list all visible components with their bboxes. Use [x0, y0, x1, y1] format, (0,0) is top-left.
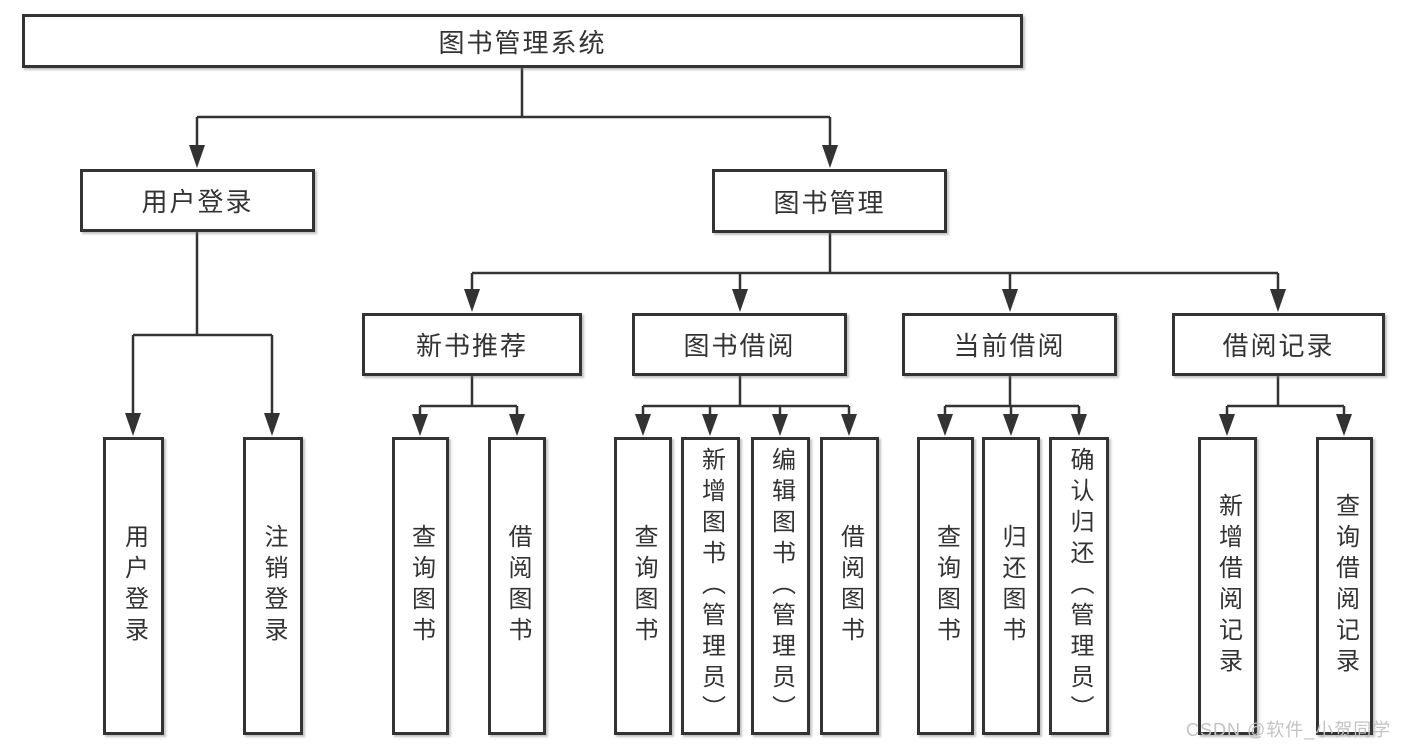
- node-leaf-edit-book-admin: 编辑图书（管理员）: [751, 437, 810, 735]
- node-leaf-query-books-1: 查询图书: [392, 437, 449, 735]
- node-leaf-borrow-books-2: 借阅图书: [820, 437, 879, 735]
- node-book-management: 图书管理: [712, 169, 947, 233]
- node-book-borrow: 图书借阅: [632, 313, 847, 376]
- node-leaf-add-book-admin: 新增图书（管理员）: [681, 437, 740, 735]
- node-leaf-query-books-2: 查询图书: [614, 437, 672, 735]
- node-new-book-recommend: 新书推荐: [362, 313, 582, 376]
- watermark: CSDN @软件_小贺同学: [1186, 720, 1392, 740]
- node-leaf-query-borrow-record: 查询借阅记录: [1316, 437, 1373, 735]
- node-leaf-user-login: 用户登录: [103, 437, 164, 735]
- node-leaf-logout: 注销登录: [243, 437, 303, 735]
- node-current-borrow: 当前借阅: [902, 313, 1117, 376]
- node-leaf-add-borrow-record: 新增借阅记录: [1198, 437, 1257, 735]
- node-borrow-records: 借阅记录: [1172, 313, 1385, 376]
- node-user-login: 用户登录: [80, 169, 315, 232]
- node-leaf-confirm-return-admin: 确认归还（管理员）: [1049, 437, 1109, 735]
- node-root: 图书管理系统: [22, 14, 1023, 68]
- node-leaf-return-book: 归还图书: [982, 437, 1040, 735]
- node-leaf-borrow-books-1: 借阅图书: [488, 437, 546, 735]
- node-leaf-query-books-3: 查询图书: [917, 437, 974, 735]
